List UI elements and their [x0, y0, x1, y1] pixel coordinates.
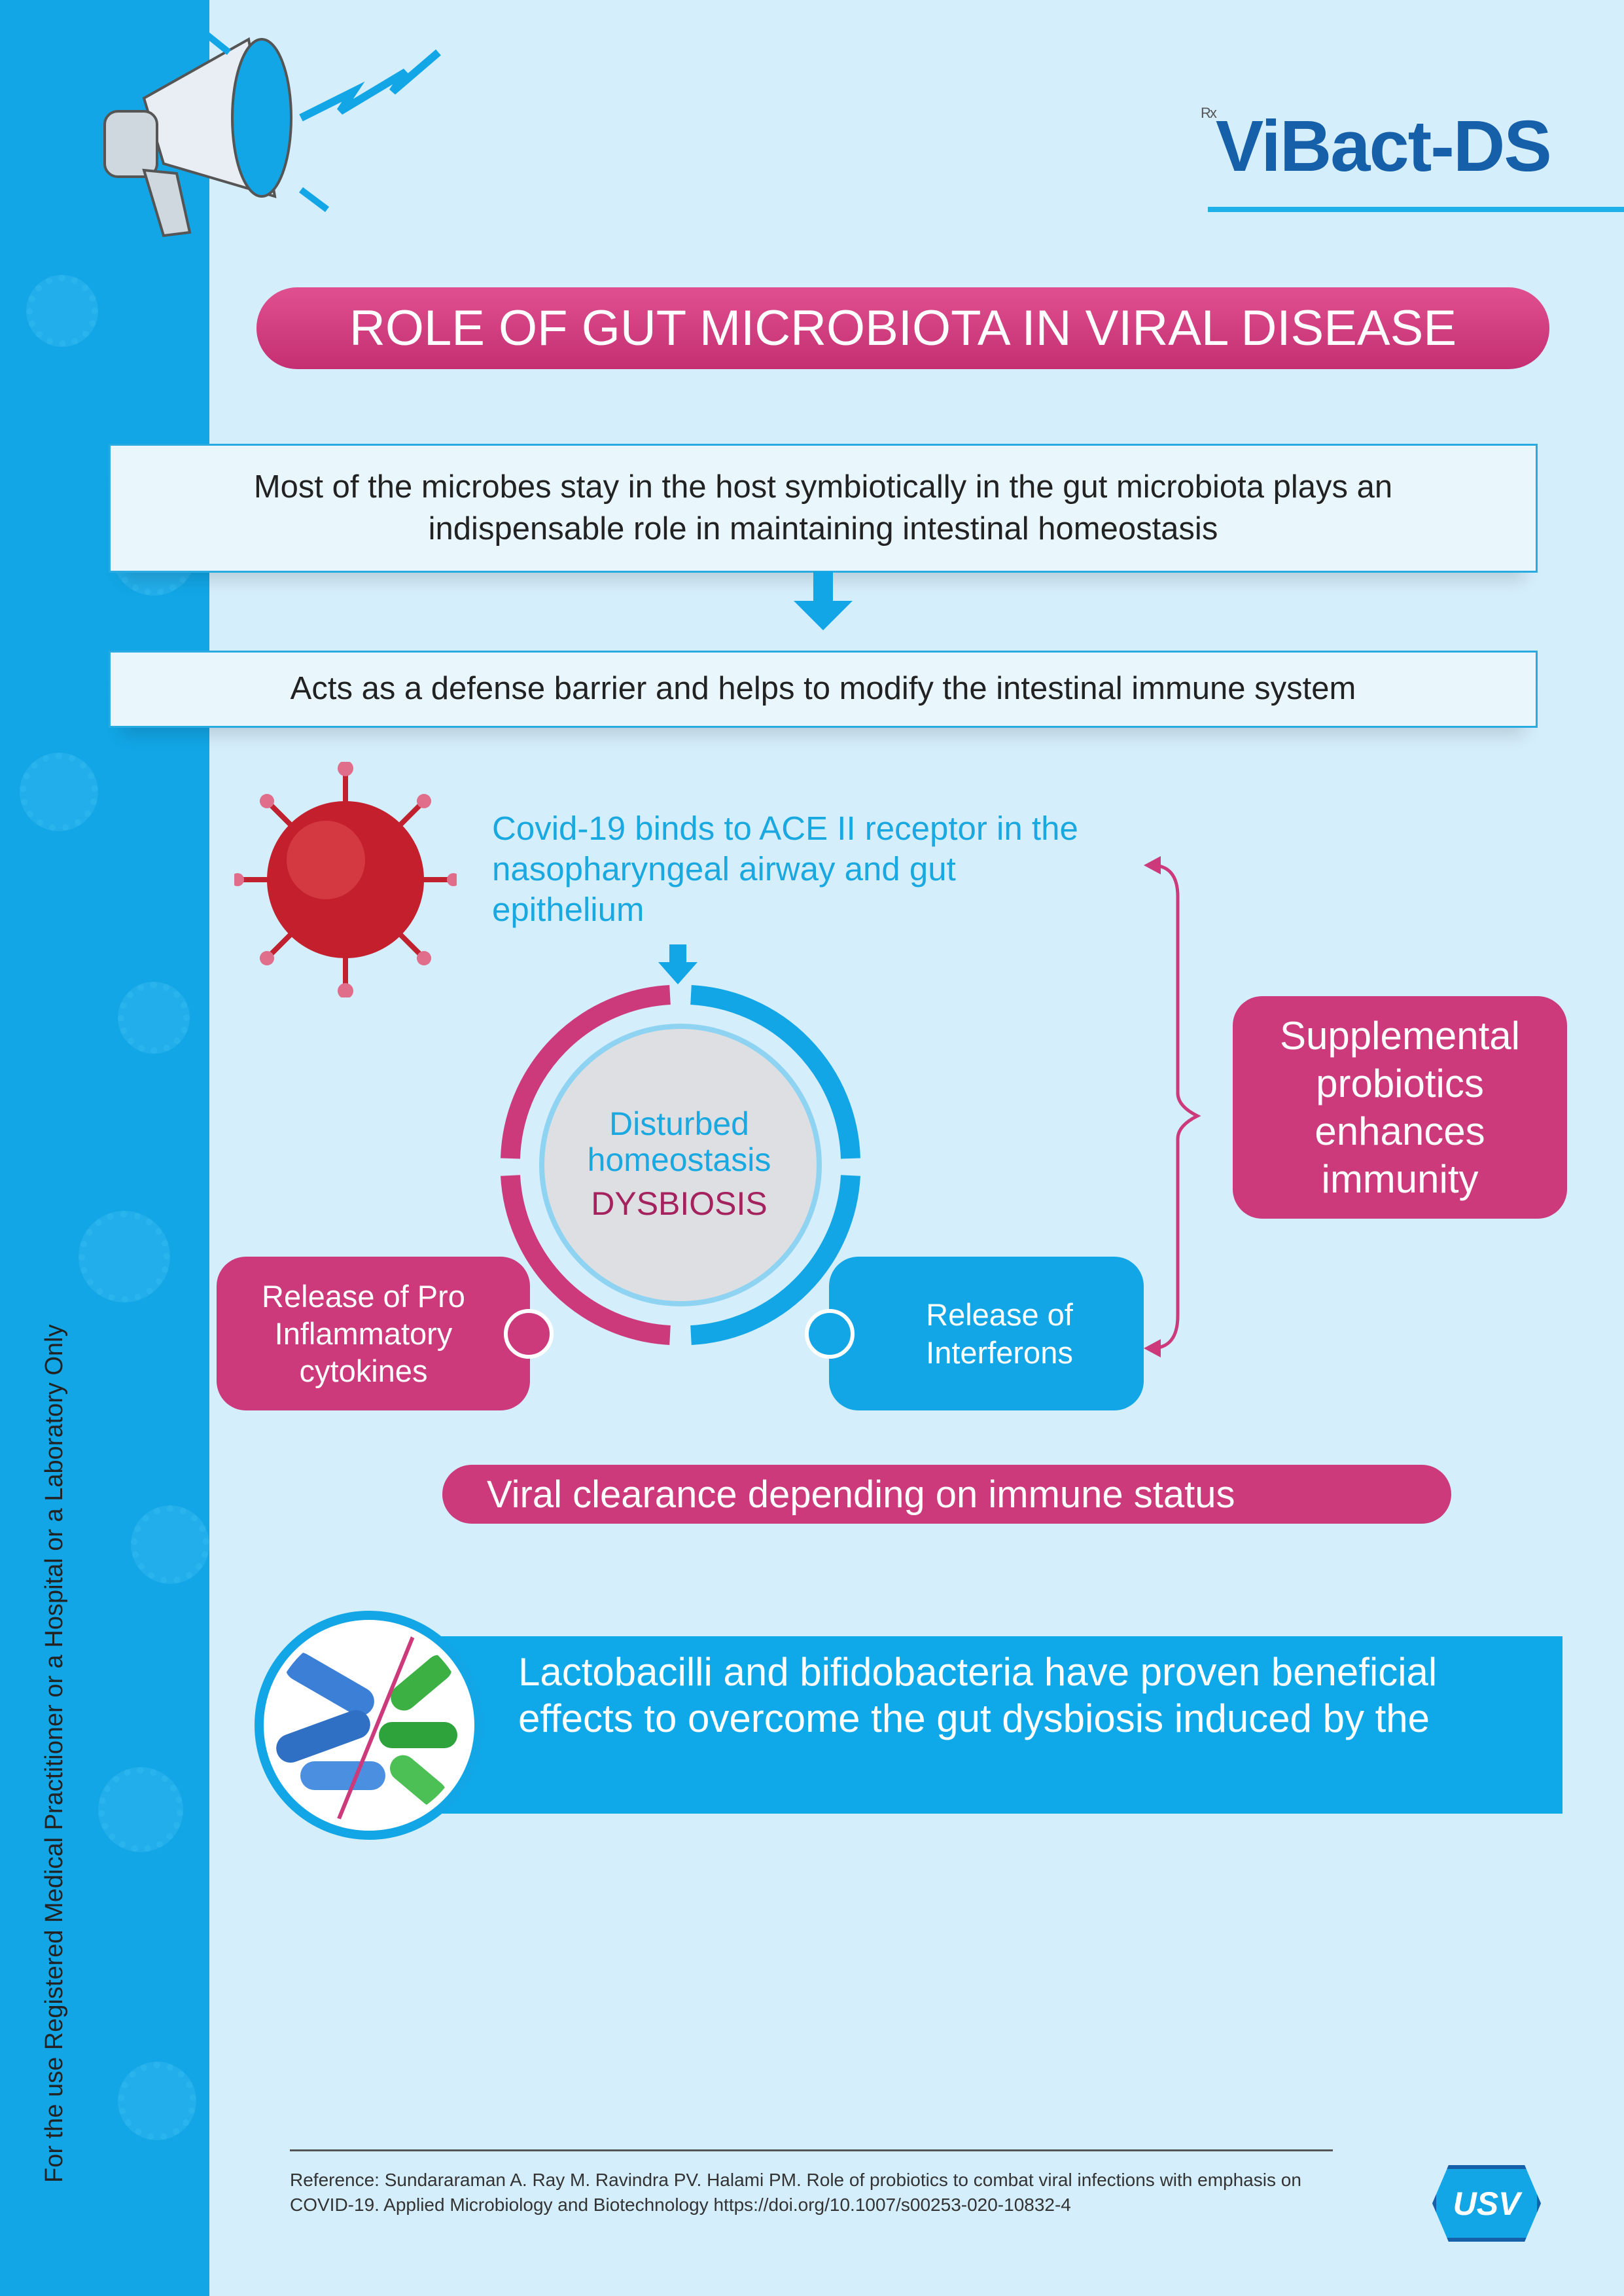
- virus-pattern-icon: [98, 1767, 183, 1852]
- vibact-ds-logo: RxViBact-DS: [1201, 105, 1552, 188]
- megaphone-icon: [103, 24, 441, 238]
- down-arrow-icon: [669, 944, 686, 964]
- usv-logo: USV: [1432, 2165, 1541, 2242]
- bacteria-icon: [255, 1611, 484, 1840]
- virus-pattern-icon: [26, 275, 98, 347]
- coronavirus-icon: [234, 762, 457, 997]
- center-line-1: Disturbed: [609, 1105, 749, 1142]
- usage-disclaimer: For the use Registered Medical Practitio…: [41, 1324, 68, 2183]
- dysbiosis-ring: [501, 985, 860, 1345]
- center-line-2: homeostasis: [587, 1141, 771, 1178]
- down-arrow-head: [794, 601, 853, 630]
- logo-text: ViBact-DS: [1215, 106, 1552, 187]
- covid-binding-text: Covid-19 binds to ACE II receptor in the…: [492, 810, 1078, 929]
- supplemental-probiotics-box: Supplemental probiotics enhances immunit…: [1233, 996, 1567, 1219]
- lactobacilli-text: Lactobacilli and bifidobacteria have pro…: [518, 1650, 1438, 1740]
- virus-pattern-icon: [118, 982, 190, 1054]
- reference-divider: [290, 2149, 1333, 2151]
- logo-underline: [1208, 207, 1624, 212]
- reference-text: Reference: Sundararaman A. Ray M. Ravind…: [290, 2170, 1301, 2215]
- left-sidebar-strip: [0, 0, 209, 2296]
- viral-clearance-banner: Viral clearance depending on immune stat…: [442, 1465, 1451, 1524]
- virus-pattern-icon: [79, 1211, 170, 1302]
- virus-pattern-icon: [131, 1505, 209, 1584]
- lactobacilli-banner: Lactobacilli and bifidobacteria have pro…: [425, 1636, 1562, 1814]
- virus-pattern-icon: [118, 2062, 196, 2140]
- virus-pattern-icon: [20, 753, 98, 831]
- center-line-3: DYSBIOSIS: [591, 1185, 768, 1222]
- microbiota-statement-box: Most of the microbes stay in the host sy…: [109, 444, 1538, 573]
- interferons-box: Release of Interferons: [829, 1257, 1144, 1410]
- pro-inflammatory-box: Release of Pro Inflammatory cytokines: [217, 1257, 530, 1410]
- defense-barrier-box: Acts as a defense barrier and helps to m…: [109, 651, 1538, 728]
- usv-logo-text: USV: [1453, 2185, 1521, 2222]
- page-title: ROLE OF GUT MICROBIOTA IN VIRAL DISEASE: [256, 287, 1549, 369]
- bracket-arrows: [1144, 856, 1201, 1357]
- down-arrow-icon: [813, 571, 833, 601]
- rx-mark: Rx: [1201, 105, 1217, 121]
- connector-dot: [805, 1309, 855, 1359]
- connector-dot: [504, 1309, 554, 1359]
- dysbiosis-center-label: Disturbed homeostasis DYSBIOSIS: [537, 1106, 822, 1222]
- down-arrow-head: [658, 962, 697, 984]
